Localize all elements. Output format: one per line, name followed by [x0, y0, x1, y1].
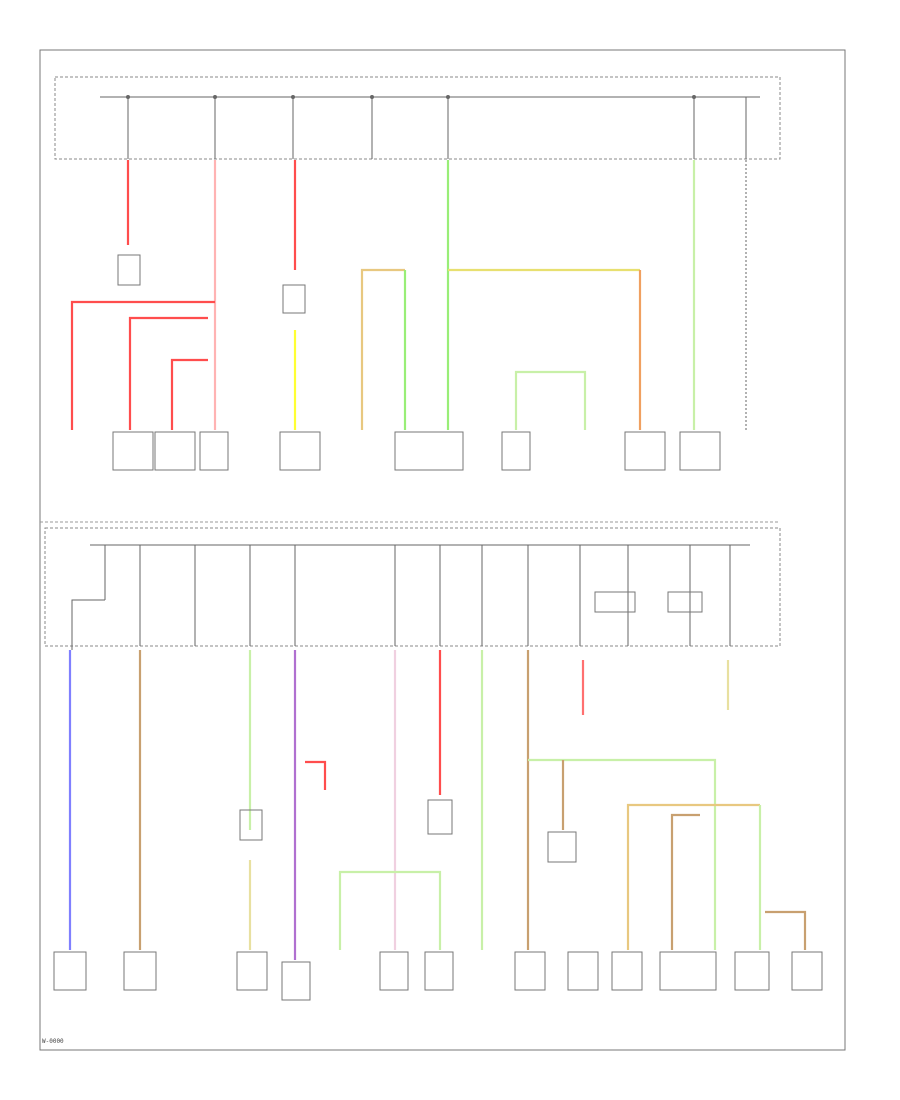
upper-fuse-box [54, 76, 781, 160]
lower-fuse-box [44, 527, 781, 647]
lower-wires [68, 599, 807, 960]
diagram-frame [39, 49, 846, 1051]
figure-code: W-0000 [42, 1038, 64, 1045]
lower-components [53, 799, 823, 1001]
upper-wires [70, 160, 747, 430]
upper-components [112, 254, 721, 471]
